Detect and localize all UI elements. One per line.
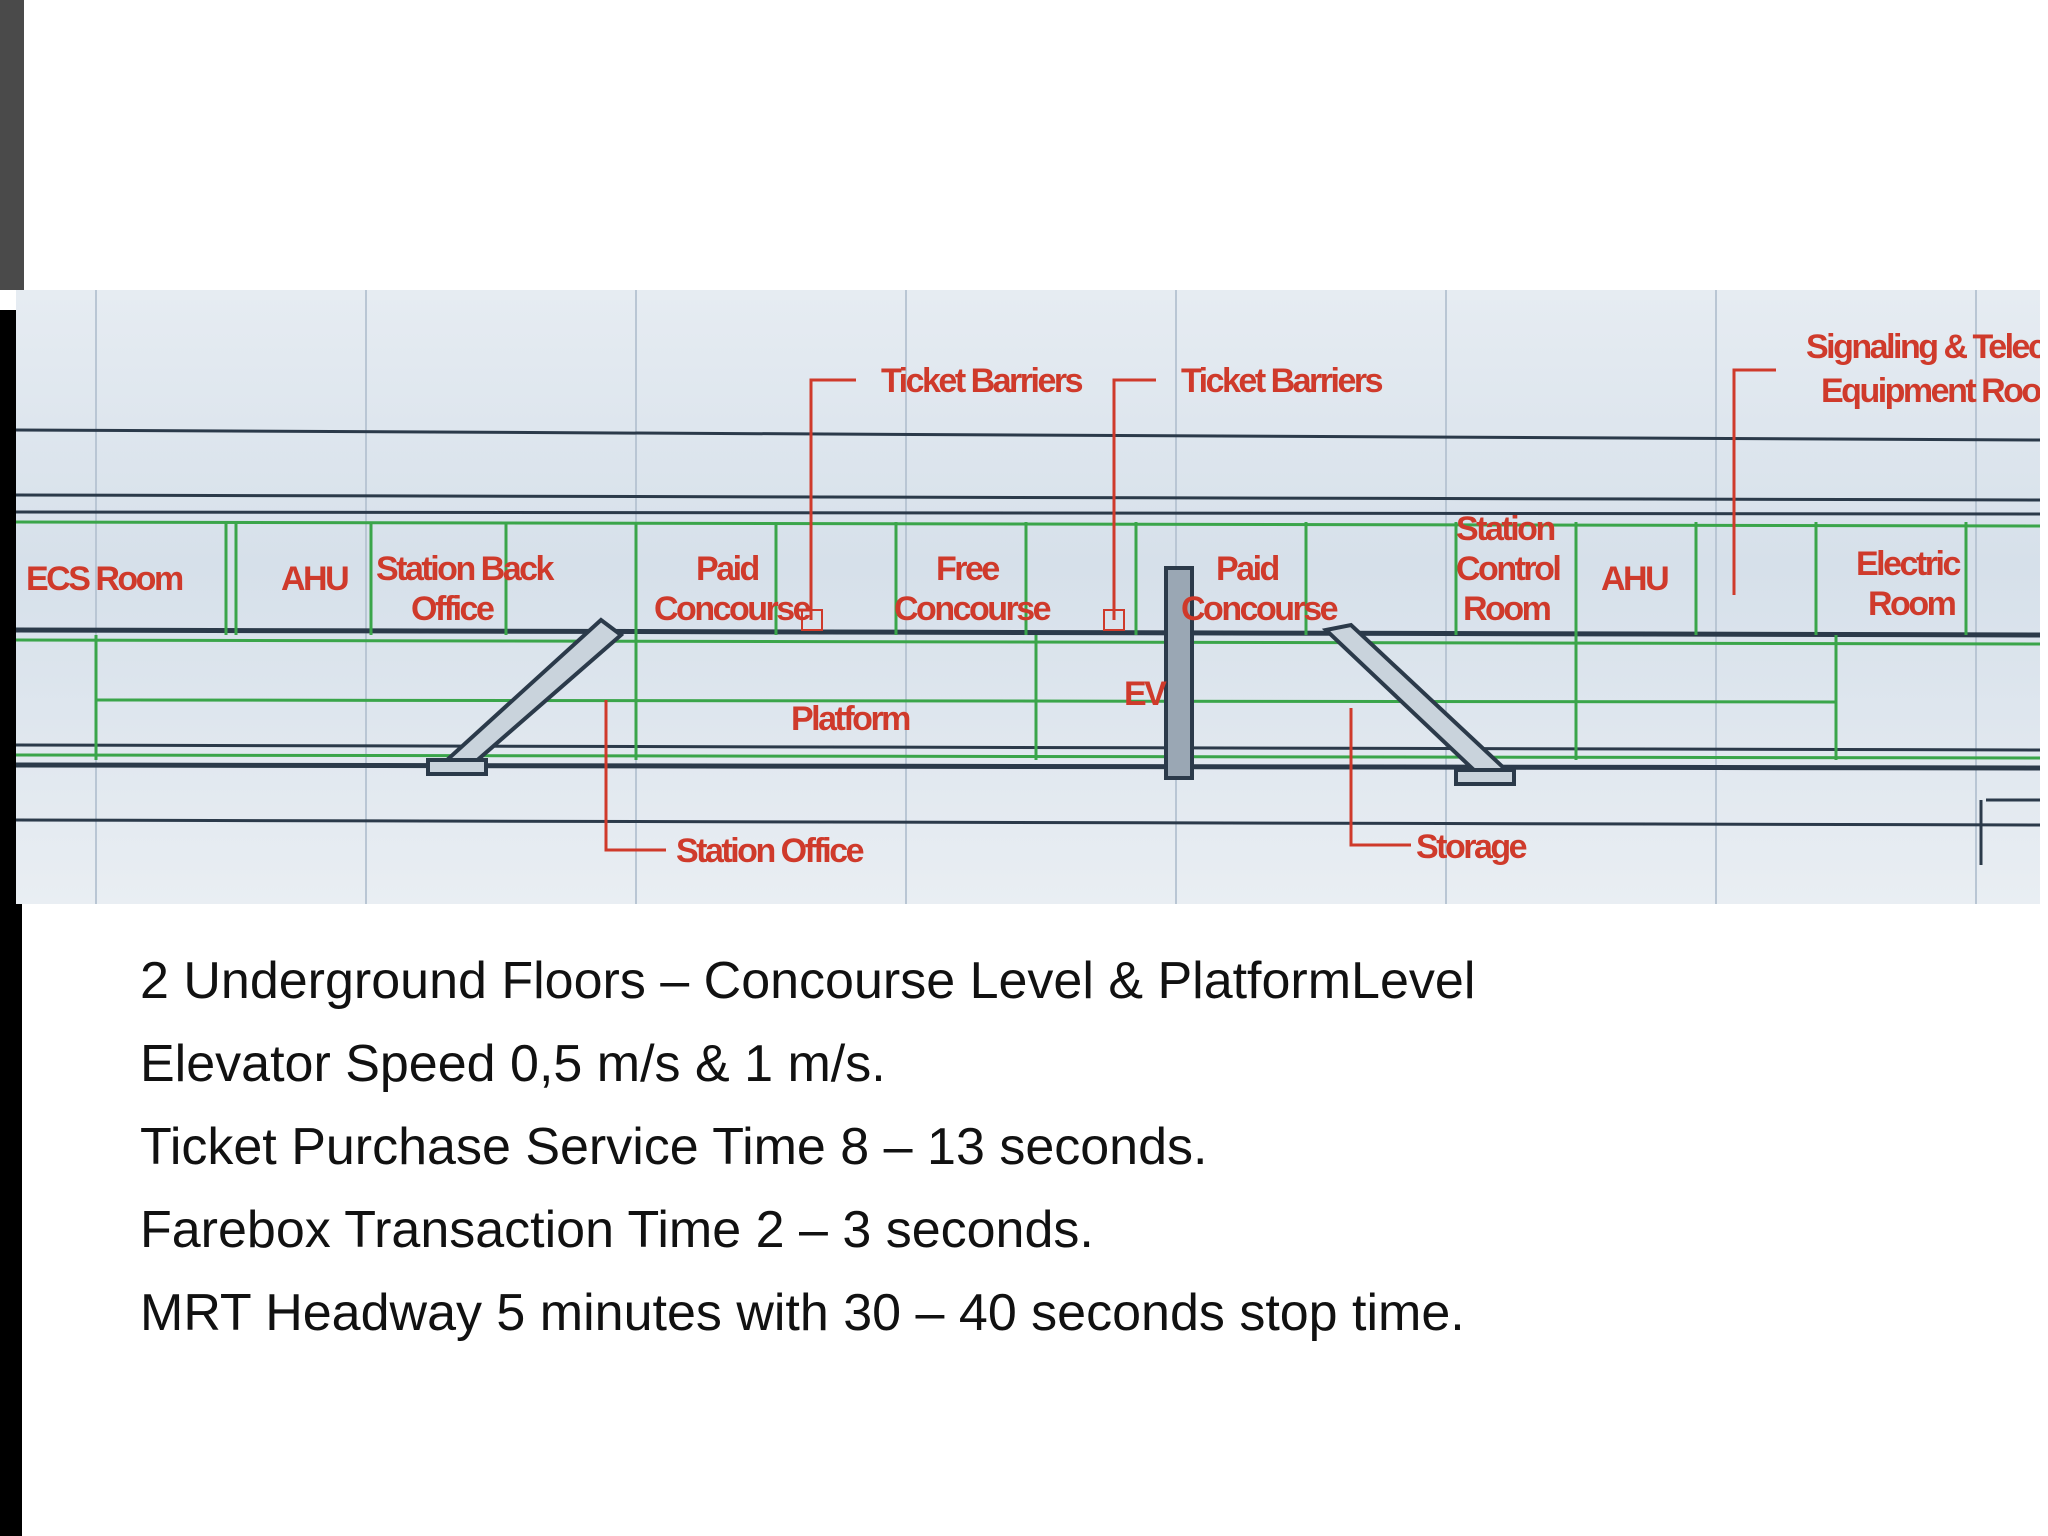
diagram-labels: Ticket Barriers Ticket Barriers Signalin… xyxy=(26,328,2040,870)
label-platform: Platform xyxy=(791,700,910,738)
label-electric-room-line2: Room xyxy=(1868,585,1956,623)
label-ecs-room: ECS Room xyxy=(26,560,183,598)
escalator-right xyxy=(1321,622,1516,786)
fact-underground-floors: 2 Underground Floors – Concourse Level &… xyxy=(140,952,1476,1010)
elevator-shaft xyxy=(1164,566,1194,780)
cross-section-svg: Ticket Barriers Ticket Barriers Signalin… xyxy=(16,290,2040,904)
fact-elevator-speed: Elevator Speed 0,5 m/s & 1 m/s. xyxy=(140,1035,886,1093)
label-ahu-left: AHU xyxy=(281,560,348,598)
label-ev: EV xyxy=(1124,675,1167,713)
station-cross-section-diagram: Ticket Barriers Ticket Barriers Signalin… xyxy=(16,290,2040,904)
edge-bar-top xyxy=(0,0,24,290)
label-paid-concourse-left-line2: Concourse xyxy=(654,590,811,628)
label-station-office: Station Office xyxy=(676,832,864,870)
label-electric-room-line1: Electric xyxy=(1856,545,1960,583)
structure-lines xyxy=(16,428,2040,865)
label-station-control-line1: Station xyxy=(1456,510,1554,548)
concourse-frame xyxy=(16,520,2040,760)
facts-list: 2 Underground Floors – Concourse Level &… xyxy=(140,940,1900,1355)
leader-lines xyxy=(604,368,1776,852)
label-station-back-office-line2: Office xyxy=(411,590,494,628)
label-paid-concourse-right-line1: Paid xyxy=(1216,550,1279,588)
label-paid-concourse-right-line2: Concourse xyxy=(1181,590,1338,628)
label-storage: Storage xyxy=(1416,828,1527,866)
label-signaling-line2: Equipment Room xyxy=(1821,372,2040,410)
barrier-markers xyxy=(801,609,1125,631)
label-signaling-line1: Signaling & Telecom. xyxy=(1806,328,2040,366)
label-ticket-barriers-left: Ticket Barriers xyxy=(881,362,1083,400)
label-ticket-barriers-right: Ticket Barriers xyxy=(1181,362,1383,400)
fact-farebox-transaction-time: Farebox Transaction Time 2 – 3 seconds. xyxy=(140,1201,1094,1259)
fact-ticket-purchase-time: Ticket Purchase Service Time 8 – 13 seco… xyxy=(140,1118,1208,1176)
label-station-control-line2: Control xyxy=(1456,550,1560,588)
fact-mrt-headway: MRT Headway 5 minutes with 30 – 40 secon… xyxy=(140,1284,1465,1342)
label-free-concourse-line1: Free xyxy=(936,550,999,588)
label-station-control-line3: Room xyxy=(1463,590,1551,628)
label-station-back-office-line1: Station Back xyxy=(376,550,555,588)
label-free-concourse-line2: Concourse xyxy=(894,590,1051,628)
label-ahu-right: AHU xyxy=(1601,560,1668,598)
label-paid-concourse-left-line1: Paid xyxy=(696,550,759,588)
escalator-left xyxy=(426,617,625,776)
